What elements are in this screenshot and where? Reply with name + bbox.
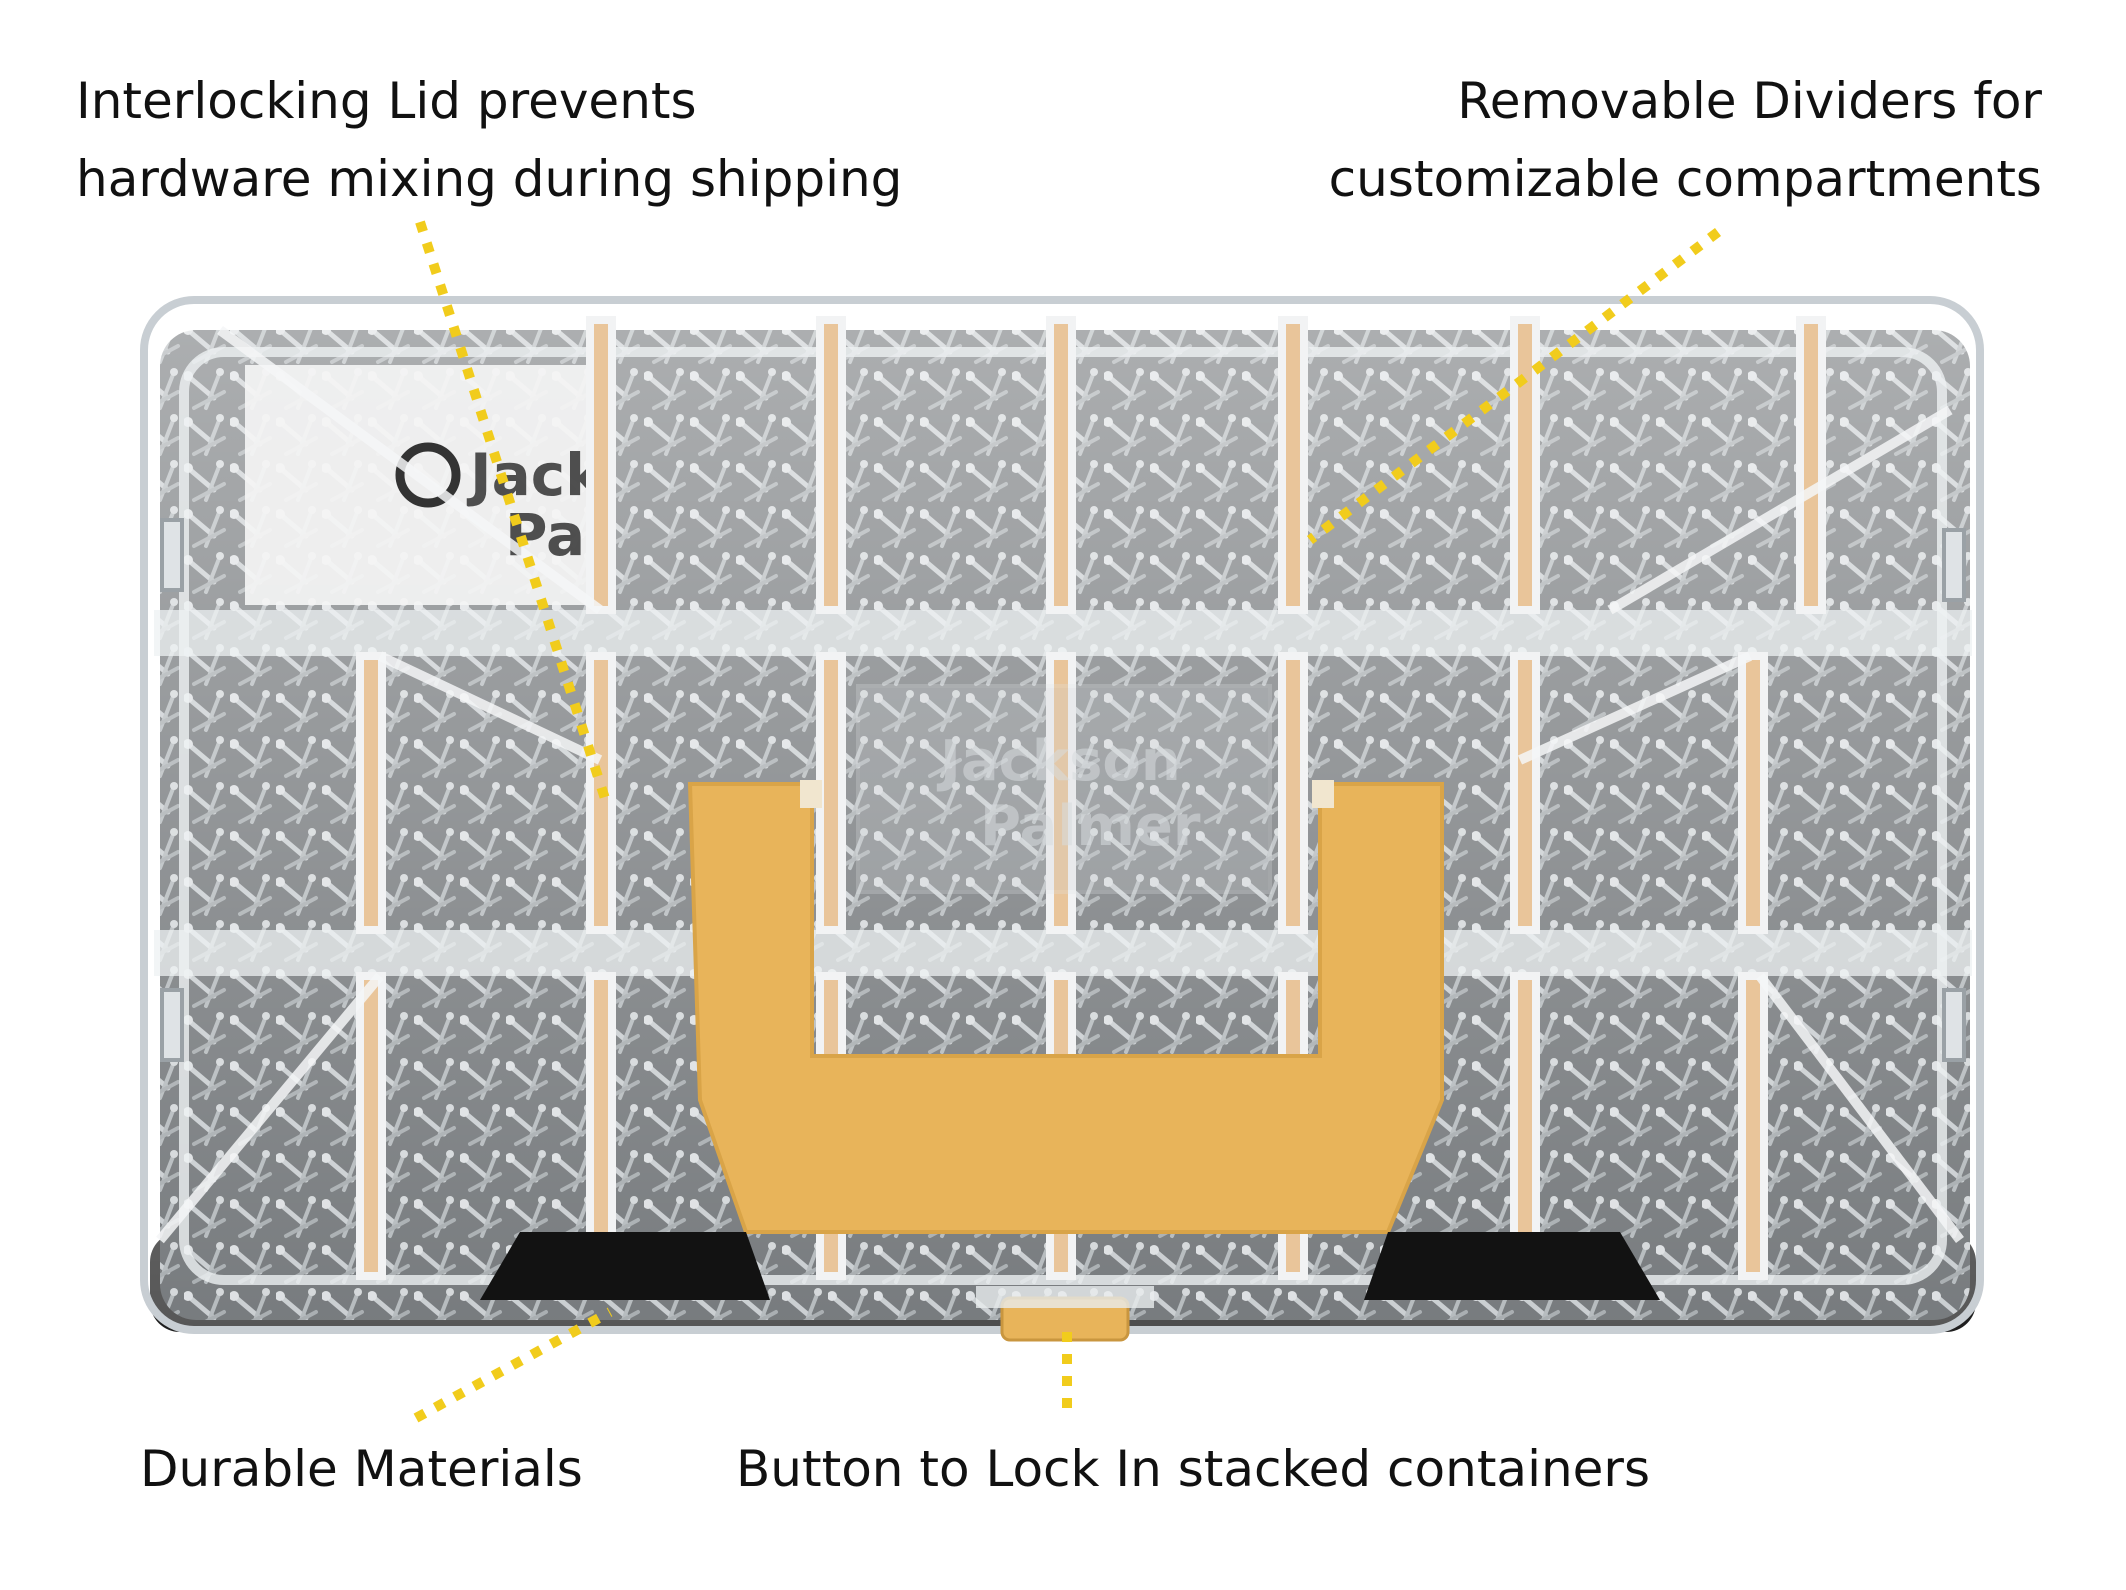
base-tab-right: [1364, 1232, 1660, 1300]
callout-removable-dividers: Removable Dividers for customizable comp…: [1329, 62, 2042, 218]
card-brand-line2: Pa: [505, 501, 585, 569]
card-brand-line1: Jack: [466, 441, 605, 509]
callout-lid-line2: hardware mixing during shipping: [76, 150, 903, 208]
lid-logo-line1: Jackson: [936, 729, 1181, 794]
svg-text:Jackson: Jackson: [936, 729, 1181, 794]
svg-text:Palmer: Palmer: [980, 794, 1201, 859]
callout-durable-materials: Durable Materials: [140, 1430, 583, 1508]
row-divider-2: [154, 930, 1972, 976]
lid-logo-plate: Jackson Palmer: [856, 684, 1272, 894]
callout-dividers-line2: customizable compartments: [1328, 150, 2042, 208]
row-divider-1: [154, 610, 1972, 656]
callout-interlocking-lid: Interlocking Lid prevents hardware mixin…: [76, 62, 902, 218]
carrying-handle[interactable]: [687, 782, 1444, 1234]
svg-text:Pa: Pa: [505, 501, 585, 569]
handle-hinge-right: [1312, 780, 1334, 808]
callout-leaders: [413, 220, 1722, 1423]
callout-button-text: Button to Lock In stacked containers: [736, 1440, 1651, 1498]
base-tab-left: [480, 1232, 770, 1300]
lid-logo-line2: Palmer: [980, 794, 1201, 859]
callout-lock-button: Button to Lock In stacked containers: [736, 1430, 1650, 1508]
handle-hinge-left: [800, 780, 822, 808]
callout-dividers-line1: Removable Dividers for: [1457, 72, 2042, 130]
leader-durable: [413, 1307, 613, 1423]
lid-diagonal-ribs: [156, 325, 1964, 1244]
callout-durable-text: Durable Materials: [140, 1440, 583, 1498]
lock-button-housing: [976, 1286, 1154, 1308]
leader-dividers: [1306, 228, 1722, 544]
side-latches: [160, 518, 1966, 1062]
brand-logo-icon: [395, 442, 461, 508]
svg-text:Jack: Jack: [466, 441, 605, 509]
callout-lid-line1: Interlocking Lid prevents: [76, 72, 697, 130]
leader-lid: [415, 220, 613, 810]
